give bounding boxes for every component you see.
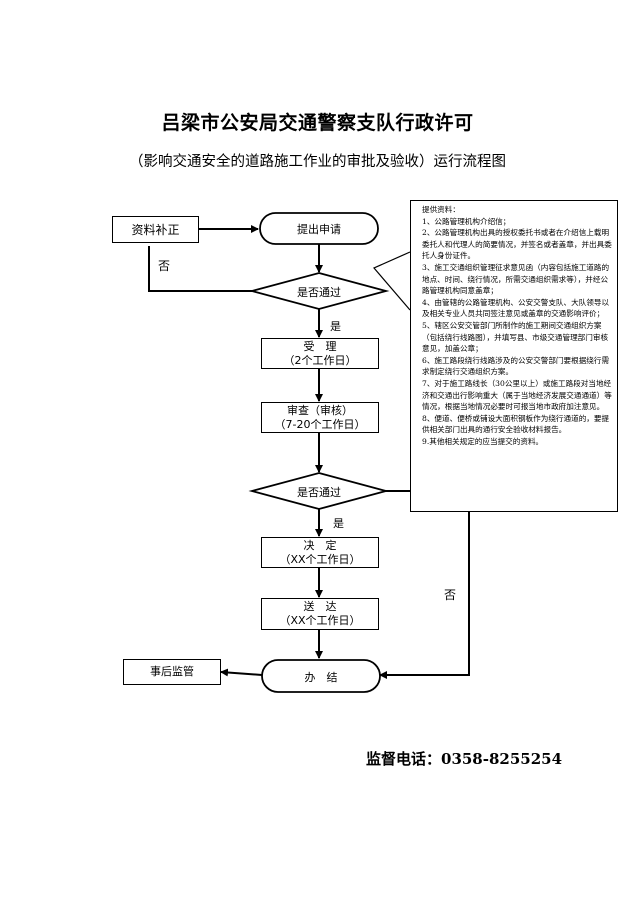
deliver-title: 送 达 [303, 600, 337, 613]
review-duration: （7-20个工作日） [274, 417, 366, 431]
materials-box: 提供资料： 1、公路管理机构介绍信； 2、公路管理机构出具的授权委托书或者在介绍… [410, 200, 618, 512]
check2-diamond [248, 472, 390, 510]
page-subtitle: （影响交通安全的道路施工作业的审批及验收）运行流程图 [129, 154, 506, 170]
materials-item-4: 4、由管辖的公路管理机构、公安交警支队、大队领导以及相关专业人员共同签注意见或盖… [422, 297, 610, 319]
decide-box: 决 定 （XX个工作日） [261, 537, 379, 568]
decide-title: 决 定 [303, 538, 337, 552]
arrow-check2-no-to-finish [379, 490, 470, 679]
materials-item-9: 9.其他相关规定的应当提交的资料。 [422, 436, 544, 446]
materials-item-1: 1、公路管理机构介绍信； [422, 216, 511, 226]
arrow-finish-to-supervise [220, 668, 263, 677]
supervise-box: 事后监管 [123, 659, 221, 685]
arrow-check1-no-to-correction [148, 246, 254, 292]
check2-label: 是否通过 [297, 486, 341, 499]
accept-title: 受 理 [303, 339, 337, 353]
check1-label: 是否通过 [297, 286, 341, 299]
review-box: 审查（审核） （7-20个工作日） [261, 402, 379, 433]
correction-box: 资料补正 [112, 216, 199, 243]
page-title: 吕梁市公安局交通警察支队行政许可 [161, 112, 474, 134]
materials-item-3: 3、施工交通组织管理征求意见函（内容包括施工道路的地点、时间、绕行情况，所需交通… [422, 262, 610, 296]
no-label-2: 否 [444, 588, 457, 602]
finish-oval [261, 659, 381, 693]
supervise-label: 事后监管 [150, 665, 194, 678]
correction-label: 资料补正 [131, 222, 180, 237]
materials-item-6: 6、施工路段绕行线路涉及的公安交警部门要根据绕行需求制定绕行交通组织方案。 [422, 355, 610, 377]
apply-oval [259, 212, 379, 245]
yes-label-2: 是 [333, 517, 344, 530]
materials-item-5: 5、辖区公安交管部门所制作的施工期间交通组织方案（包括绕行线路图），并填写县、市… [422, 320, 609, 354]
deliver-duration: （XX个工作日） [279, 614, 361, 627]
materials-heading: 提供资料： [422, 205, 460, 214]
deliver-box: 送 达 （XX个工作日） [261, 598, 379, 630]
check1-diamond [248, 272, 390, 310]
accept-box: 受 理 （2个工作日） [261, 338, 379, 369]
no-label-1: 否 [158, 259, 171, 273]
yes-label-1: 是 [330, 320, 341, 333]
materials-item-7: 7、对于施工路线长（30公里以上）或施工路段对当地经济和交通出行影响重大（属于当… [422, 378, 612, 412]
apply-label: 提出申请 [297, 223, 341, 236]
materials-item-2: 2、公路管理机构出具的授权委托书或者在介绍信上载明委托人和代理人的简要情况，并签… [422, 228, 612, 261]
supervision-phone: 监督电话：0358-8255254 [366, 750, 563, 768]
accept-duration: （2个工作日） [283, 353, 357, 367]
review-title: 审查（审核） [287, 403, 353, 417]
decide-duration: （XX个工作日） [279, 552, 361, 566]
materials-item-8: 8、便道、便桥或铺设大面积钢板作为绕行通道的，要提供相关部门出具的通行安全验收材… [422, 413, 610, 435]
callout-pointer [373, 251, 411, 311]
finish-label: 办 结 [304, 671, 338, 684]
